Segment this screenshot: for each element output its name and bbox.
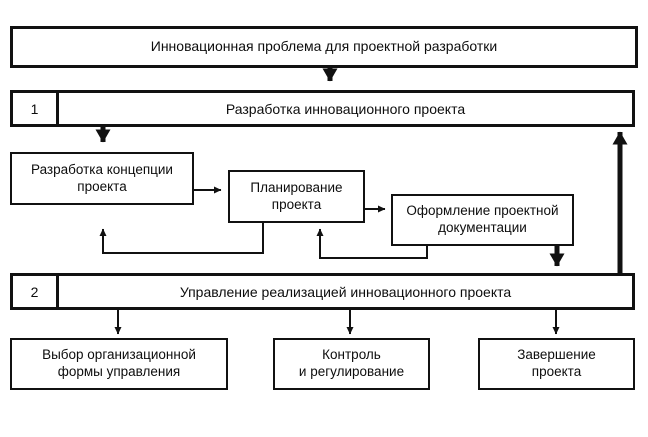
node-organizational-form-label: Выбор организационной формы управления <box>42 347 196 379</box>
node-concept-development[interactable]: Разработка концепции проекта <box>10 152 194 205</box>
node-control-regulation[interactable]: Контроль и регулирование <box>273 338 430 390</box>
node-organizational-form[interactable]: Выбор организационной формы управления <box>10 338 228 390</box>
node-project-planning-label: Планирование проекта <box>250 179 343 212</box>
node-control-regulation-label: Контроль и регулирование <box>298 347 405 379</box>
node-concept-development-label: Разработка концепции проекта <box>31 161 173 194</box>
node-project-completion[interactable]: Завершение проекта <box>478 338 635 390</box>
node-project-planning[interactable]: Планирование проекта <box>228 170 365 223</box>
connector-planning-feedback-to-concept <box>99 223 264 254</box>
node-stage-2-label: Управление реализацией инновационного пр… <box>179 283 512 300</box>
node-project-documentation[interactable]: Оформление проектной документации <box>391 194 574 246</box>
node-stage-1-label: Разработка инновационного проекта <box>225 100 466 117</box>
node-stage-1-number: 1 <box>13 93 59 124</box>
node-project-documentation-label: Оформление проектной документации <box>406 203 559 235</box>
node-stage-2-number: 2 <box>13 276 59 307</box>
node-innovation-problem[interactable]: Инновационная проблема для проектной раз… <box>10 26 638 68</box>
node-project-completion-label: Завершение проекта <box>517 347 596 379</box>
node-stage-2[interactable]: 2 Управление реализацией инновационного … <box>10 273 635 310</box>
node-innovation-problem-label: Инновационная проблема для проектной раз… <box>150 38 498 55</box>
node-stage-1[interactable]: 1 Разработка инновационного проекта <box>10 90 635 127</box>
